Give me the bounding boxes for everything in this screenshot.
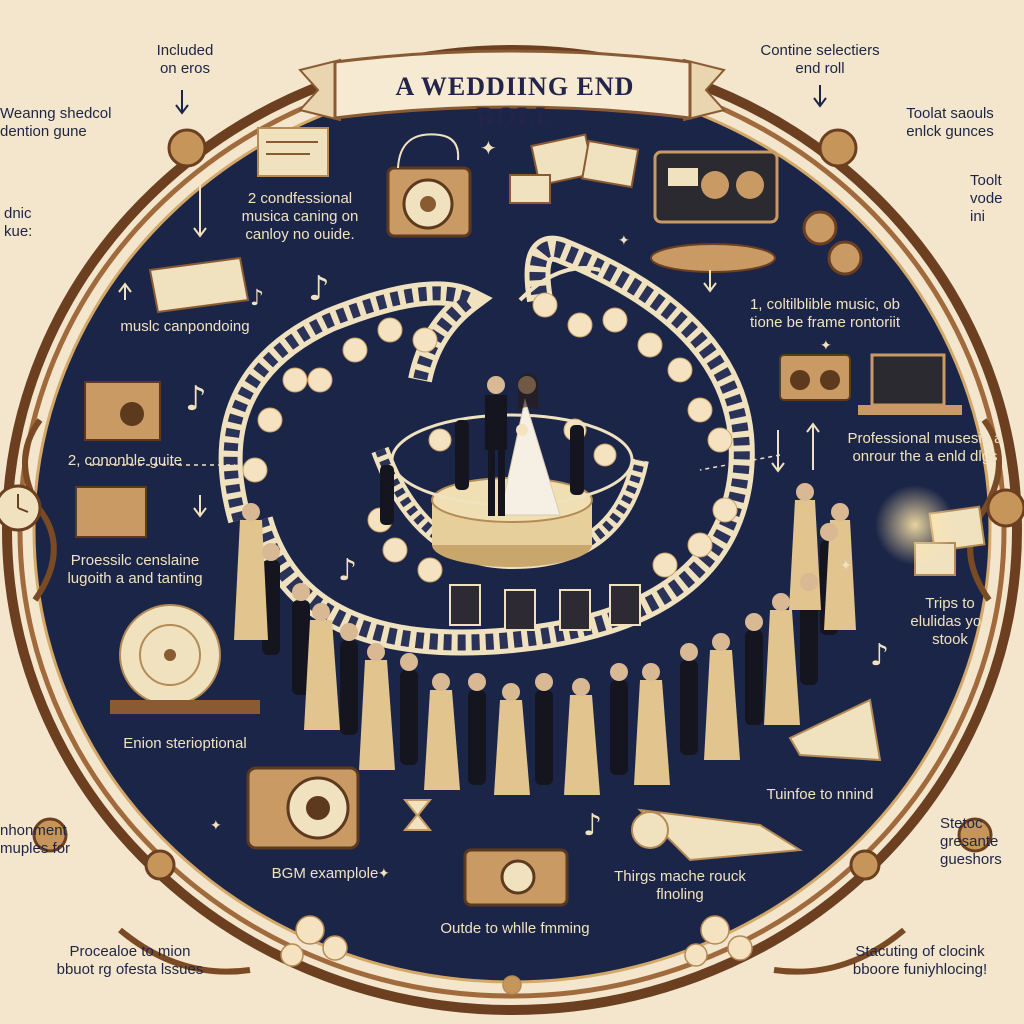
photo-cards [875,485,986,576]
label-outde-to-whlle-fmming: Outde to whlle fmming [440,920,590,937]
film-reel-icon [75,381,161,538]
flower-icon [280,915,753,995]
wedding-couple [485,373,561,516]
guest-crowd [234,420,856,795]
svg-text:✦: ✦ [210,818,222,834]
svg-text:♪: ♪ [583,808,602,843]
label-contine-selectiers: Contine selectiers end roll [760,42,880,77]
clock-icon [0,484,42,532]
label-bgm-examplole: BGM examplole [271,865,379,882]
radio-icon [653,150,779,224]
svg-text:✦: ✦ [840,558,852,574]
vinyl-icon [650,210,863,276]
flower-posts [242,292,738,583]
label-toolt-vode: Toolt vode ini [970,172,1003,225]
wreath-medallions [0,128,1024,881]
arrows [118,185,820,518]
label-weanng-shedcol: Weanng shedcol dention gune [0,105,112,140]
megaphone-icon [788,698,882,762]
label-thirgs-mache-rouck: Thirgs mache rouck flnoling [614,868,746,903]
svg-text:♪: ♪ [250,286,264,311]
title-banner [298,49,726,122]
label-nhonment-muples: nhonment muples for [0,822,71,857]
arrows-outer [175,85,827,115]
label-stacuting-of-clocink: Stacuting of clocink bboore funiyhlocing… [852,943,988,978]
label-toolat-saouls: Toolat saouls enlck gunces [906,105,994,140]
camera-icon [246,766,569,907]
svg-text:♪: ♪ [870,638,889,673]
photo-icon [257,127,329,177]
label-trips-to-elulidas: Trips to elulidas you stook [910,595,990,648]
svg-text:♪: ♪ [308,269,330,309]
page-title: A WEDDIING END ROLL [395,72,635,131]
label-muslc-canpondoing: muslc canpondoing [120,318,250,335]
svg-text:✦: ✦ [618,233,630,249]
laptop-icon [779,353,962,415]
label-condfessional-musica: 2 condfessional musica caning on canloy … [241,190,359,243]
svg-text:♪: ♪ [185,379,207,419]
label-cononble-guite: 2, cononble guite [67,452,183,469]
music-note-icon: ♪ ♪ ♪ ♪ ♪ ♪ [185,269,889,843]
film-frames [449,584,641,631]
svg-text:✦: ✦ [820,338,832,354]
envelope-icon [509,133,640,204]
label-proessilc-censlaine: Proessilc censlaine lugoith a and tantin… [67,552,203,587]
scroll-icon [631,808,804,862]
label-dnic-kue: dnic kue: [4,205,33,240]
svg-text:♪: ♪ [338,553,357,588]
label-included-on-eros: Included on eros [156,42,214,77]
svg-text:✦: ✦ [480,136,497,160]
label-tuinfoe-to-nnind: Tuinfoe to nnind [766,786,874,803]
label-coltilblible-music: 1, coltilblible music, ob tione be frame… [749,296,901,331]
label-enion-sterioptional: Enion sterioptional [123,735,247,752]
label-professional-musesio: Professional musesio a onrour the a enld… [847,430,1003,465]
book-icon [148,256,250,314]
sparkles: ✦ ✦ ✦ ✦ ✦ ✦ [210,136,852,882]
label-procealoe-to-mion: Procealoe to mion bbuot rg ofesta lssues [56,943,204,978]
label-stetoc-gresante: Stetoc gresante gueshors [940,815,1002,868]
hourglass-icon [402,799,433,831]
speaker-icon [386,133,472,238]
vinyl-record-large [110,604,260,714]
svg-text:✦: ✦ [378,866,390,882]
